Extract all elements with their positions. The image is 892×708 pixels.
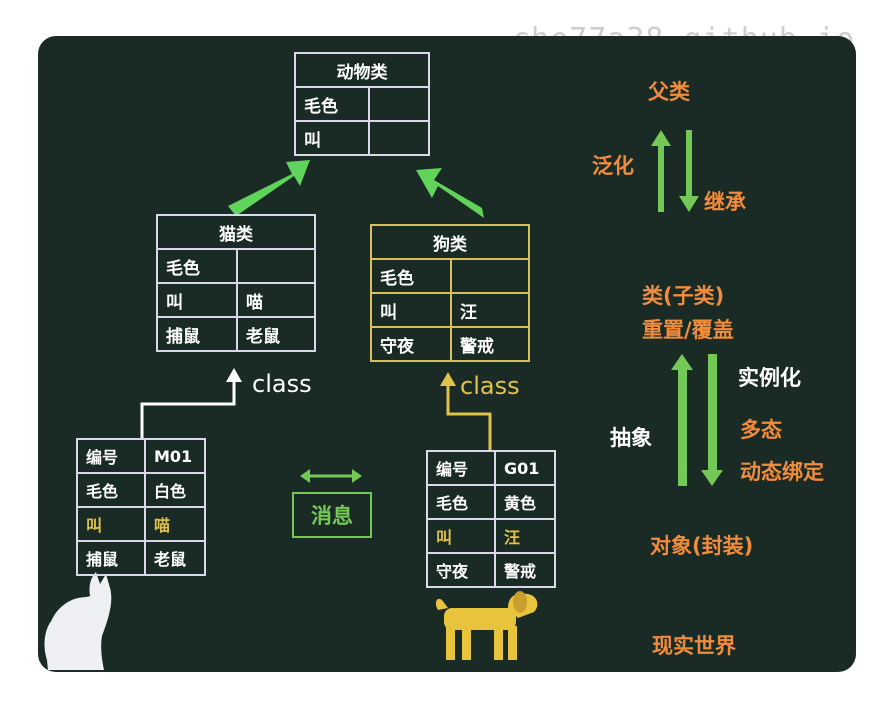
dog-icon [435, 591, 538, 660]
animal-attr-call: 叫 [294, 120, 370, 156]
dog-obj-attr-id: 编号 [426, 450, 496, 486]
dog-attr-guard: 守夜 [370, 326, 452, 362]
subclass-label: 类(子类) [642, 284, 725, 308]
cat-obj-val-call: 喵 [144, 506, 206, 542]
animal-val-call [368, 120, 430, 156]
cat-val-call: 喵 [236, 282, 316, 318]
cat-instance-arrow [140, 378, 236, 439]
dog-attr-call: 叫 [370, 292, 452, 328]
cat-obj-val-id: M01 [144, 438, 206, 474]
cat-val-fur [236, 248, 316, 284]
dog-obj-val-guard: 警戒 [494, 552, 556, 588]
cat-obj-attr-call: 叫 [76, 506, 146, 542]
dog-to-animal-arrow [416, 168, 484, 218]
cat-obj-val-mouse: 老鼠 [144, 540, 206, 576]
cat-icon [44, 572, 112, 670]
dog-obj-attr-call: 叫 [426, 518, 496, 554]
parent-class-label: 父类 [648, 80, 690, 104]
cat-obj-attr-id: 编号 [76, 438, 146, 474]
dynamic-binding-label: 动态绑定 [740, 460, 824, 484]
object-label: 对象(封装) [650, 534, 754, 558]
cat-obj-attr-mouse: 捕鼠 [76, 540, 146, 576]
cat-class-table: 猫类 毛色 叫喵 捕鼠老鼠 [156, 214, 316, 352]
dog-val-call: 汪 [450, 292, 530, 328]
dog-obj-val-id: G01 [494, 450, 556, 486]
cat-class-title: 猫类 [156, 214, 316, 250]
cat-attr-mouse: 捕鼠 [156, 316, 238, 352]
dog-class-label: class [460, 372, 520, 400]
animal-attr-fur: 毛色 [294, 86, 370, 122]
instantiate-down-arrow [708, 354, 717, 472]
override-label: 重置/覆盖 [642, 318, 734, 342]
generalize-label: 泛化 [592, 154, 634, 178]
dog-instance-arrow [446, 382, 492, 450]
abstract-label: 抽象 [610, 426, 652, 450]
cat-obj-val-fur: 白色 [144, 472, 206, 508]
cat-class-label: class [252, 370, 312, 398]
polymorphism-label: 多态 [740, 418, 782, 442]
arrows-layer [44, 130, 723, 670]
dog-class-title: 狗类 [370, 224, 530, 260]
cat-val-mouse: 老鼠 [236, 316, 316, 352]
cat-attr-call: 叫 [156, 282, 238, 318]
inherit-down-arrow [686, 130, 692, 198]
dog-obj-attr-guard: 守夜 [426, 552, 496, 588]
inherit-label: 继承 [704, 190, 746, 214]
real-world-label: 现实世界 [652, 634, 736, 658]
cat-to-animal-arrow [228, 160, 310, 216]
diagram-board: 动物类 毛色 叫 猫类 毛色 叫喵 捕鼠老鼠 class 狗类 毛色 叫汪 守夜… [38, 36, 856, 672]
dog-val-guard: 警戒 [450, 326, 530, 362]
animal-val-fur [368, 86, 430, 122]
cat-obj-attr-fur: 毛色 [76, 472, 146, 508]
dog-obj-val-call: 汪 [494, 518, 556, 554]
abstract-up-arrow [678, 368, 687, 486]
dog-obj-attr-fur: 毛色 [426, 484, 496, 520]
message-box: 消息 [292, 492, 372, 538]
dog-attr-fur: 毛色 [370, 258, 452, 294]
animal-class-table: 动物类 毛色 叫 [294, 52, 430, 156]
dog-val-fur [450, 258, 530, 294]
generalize-up-arrow [658, 144, 664, 212]
dog-class-table: 狗类 毛色 叫汪 守夜警戒 [370, 224, 530, 362]
dog-obj-val-fur: 黄色 [494, 484, 556, 520]
cat-attr-fur: 毛色 [156, 248, 238, 284]
instantiate-label: 实例化 [738, 366, 801, 390]
animal-class-title: 动物类 [294, 52, 430, 88]
